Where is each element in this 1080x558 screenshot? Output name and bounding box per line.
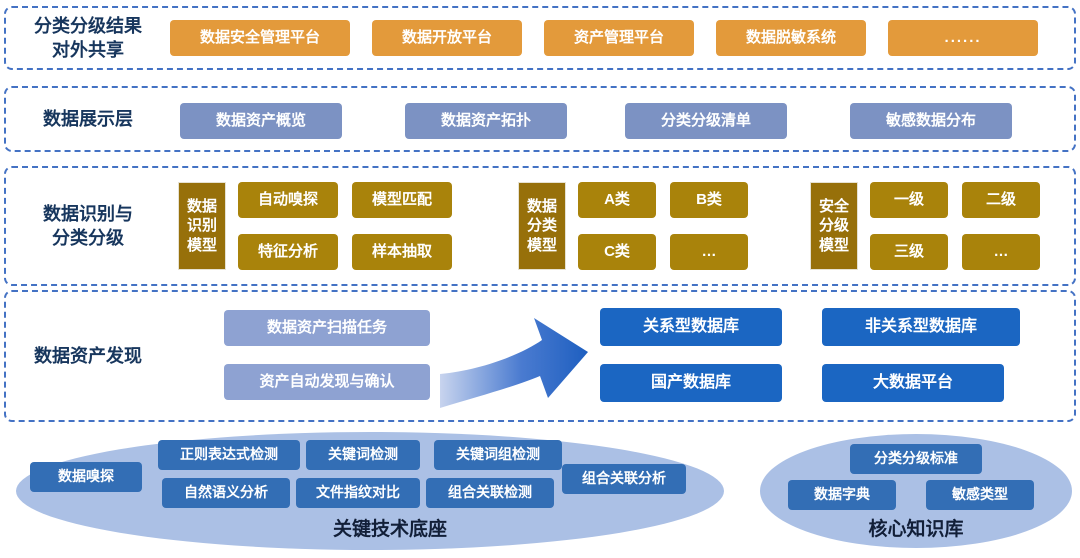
band-recognition: 数据识别与 分类分级 数据 识别 模型 自动嗅探 模型匹配 特征分析 样本抽取 …	[4, 166, 1076, 286]
sharing-items-row: 数据安全管理平台 数据开放平台 资产管理平台 数据脱敏系统 ......	[170, 8, 1039, 68]
recognition-model-items: 自动嗅探 模型匹配 特征分析 样本抽取	[238, 182, 452, 270]
model-item-node: 三级	[870, 234, 948, 270]
model-item-node: 自动嗅探	[238, 182, 338, 218]
tech-item-node: 组合关联分析	[562, 464, 686, 494]
model-item-node: 二级	[962, 182, 1040, 218]
tech-item-node: 文件指纹对比	[296, 478, 420, 508]
model-item-node: B类	[670, 182, 748, 218]
sharing-platform-node: 数据脱敏系统	[716, 20, 867, 56]
datasource-node: 国产数据库	[600, 364, 782, 402]
discovery-task-node: 资产自动发现与确认	[224, 364, 430, 400]
discovery-task-node: 数据资产扫描任务	[224, 310, 430, 346]
knowledge-item-node: 分类分级标准	[850, 444, 982, 474]
tech-item-node: 正则表达式检测	[158, 440, 300, 470]
tech-item-node: 关键词检测	[306, 440, 420, 470]
model-item-node: …	[962, 234, 1040, 270]
knowledge-item-node: 数据字典	[788, 480, 896, 510]
band-sharing-label: 分类分级结果 对外共享	[34, 15, 142, 60]
model-item-node: 模型匹配	[352, 182, 452, 218]
sharing-ellipsis-node: ......	[888, 20, 1039, 56]
model-item-node: A类	[578, 182, 656, 218]
datasource-node: 大数据平台	[822, 364, 1004, 402]
classification-model-group: 数据 分类 模型 A类 B类 C类 …	[518, 182, 748, 270]
display-item-node: 数据资产拓扑	[405, 103, 567, 139]
datasource-node: 非关系型数据库	[822, 308, 1020, 346]
display-item-node: 数据资产概览	[180, 103, 342, 139]
model-tag-grading: 安全 分级 模型	[810, 182, 858, 270]
model-item-node: 样本抽取	[352, 234, 452, 270]
display-item-node: 分类分级清单	[625, 103, 787, 139]
model-tag-classification: 数据 分类 模型	[518, 182, 566, 270]
arrow-right-icon	[434, 294, 592, 418]
classification-model-items: A类 B类 C类 …	[578, 182, 748, 270]
datasource-node: 关系型数据库	[600, 308, 782, 346]
tech-foundation-label: 关键技术底座	[332, 519, 447, 540]
band-recognition-label: 数据识别与 分类分级	[43, 203, 133, 248]
band-display-label: 数据展示层	[43, 108, 133, 129]
knowledge-item-node: 敏感类型	[926, 480, 1034, 510]
tech-item-node: 关键词组检测	[434, 440, 562, 470]
sharing-platform-node: 数据安全管理平台	[170, 20, 351, 56]
display-item-node: 敏感数据分布	[850, 103, 1012, 139]
model-item-node: …	[670, 234, 748, 270]
band-discovery-label: 数据资产发现	[34, 345, 142, 366]
sharing-platform-node: 资产管理平台	[544, 20, 695, 56]
tech-item-node: 组合关联检测	[426, 478, 554, 508]
band-sharing: 分类分级结果 对外共享 数据安全管理平台 数据开放平台 资产管理平台 数据脱敏系…	[4, 6, 1076, 70]
recognition-model-group: 数据 识别 模型 自动嗅探 模型匹配 特征分析 样本抽取	[178, 182, 452, 270]
model-tag-recognition: 数据 识别 模型	[178, 182, 226, 270]
grading-model-group: 安全 分级 模型 一级 二级 三级 …	[810, 182, 1040, 270]
knowledge-base-label: 核心知识库	[868, 519, 964, 540]
sharing-platform-node: 数据开放平台	[372, 20, 523, 56]
model-item-node: C类	[578, 234, 656, 270]
band-display: 数据展示层 数据资产概览 数据资产拓扑 分类分级清单 敏感数据分布	[4, 86, 1076, 152]
model-item-node: 一级	[870, 182, 948, 218]
tech-item-node: 数据嗅探	[30, 462, 142, 492]
tech-item-node: 自然语义分析	[162, 478, 290, 508]
grading-model-items: 一级 二级 三级 …	[870, 182, 1040, 270]
band-discovery: 数据资产发现 数据资产扫描任务 资产自动发现与确认 关系型数据库 非关系型数据库…	[4, 290, 1076, 422]
model-item-node: 特征分析	[238, 234, 338, 270]
